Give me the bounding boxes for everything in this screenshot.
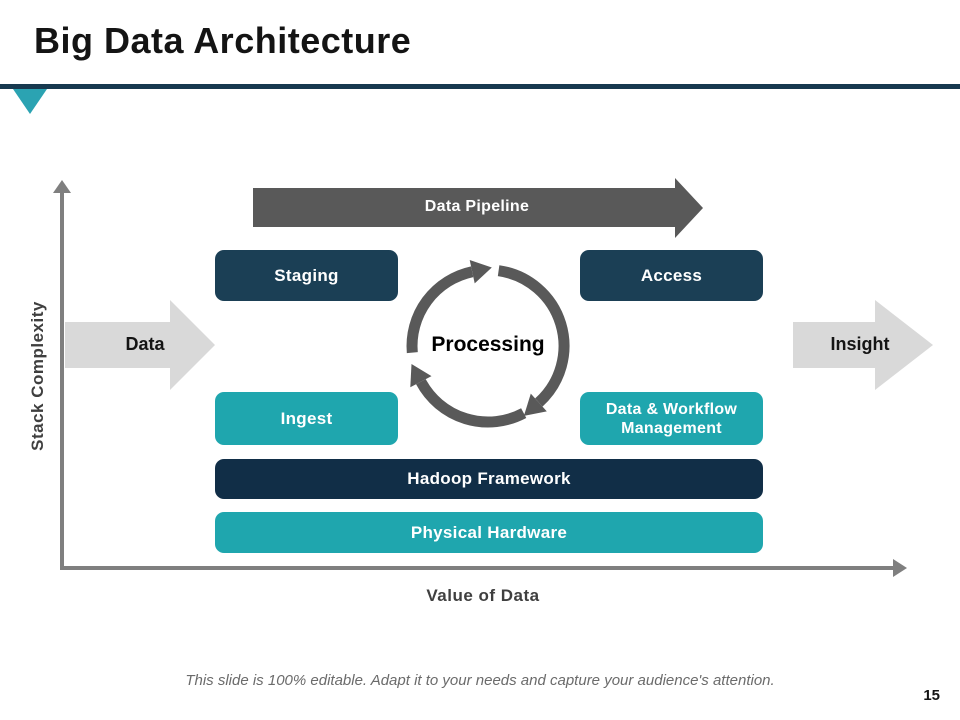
insight-output-arrowhead-icon bbox=[875, 300, 933, 390]
box-hadoop-framework-label: Hadoop Framework bbox=[407, 469, 571, 488]
data-input-arrowhead-icon bbox=[170, 300, 215, 390]
footer-note: This slide is 100% editable. Adapt it to… bbox=[185, 672, 775, 689]
box-physical-hardware: Physical Hardware bbox=[215, 512, 763, 553]
box-hadoop-framework: Hadoop Framework bbox=[215, 459, 763, 499]
insight-output-label: Insight bbox=[830, 334, 890, 354]
data-pipeline-arrow bbox=[253, 188, 675, 227]
teal-triangle-icon bbox=[13, 89, 47, 114]
box-physical-hardware-label: Physical Hardware bbox=[410, 522, 568, 542]
x-axis-label: Value of Data bbox=[426, 586, 540, 605]
y-axis-line bbox=[60, 192, 64, 570]
page-number: 15 bbox=[923, 687, 940, 704]
box-access-label: Access bbox=[640, 265, 703, 285]
title-divider bbox=[0, 84, 960, 89]
x-axis-line bbox=[60, 566, 893, 570]
box-staging-label: Staging bbox=[274, 265, 339, 285]
page-title: Big Data Architecture bbox=[34, 20, 412, 61]
data-input-label: Data bbox=[125, 334, 165, 354]
box-access: Access bbox=[580, 250, 763, 301]
insight-output-arrow bbox=[793, 322, 875, 368]
data-input-arrow bbox=[65, 322, 170, 368]
processing-cycle-icon bbox=[406, 260, 570, 428]
box-data-workflow-management: Data & Workflow Management bbox=[580, 392, 763, 445]
box-ingest: Ingest bbox=[215, 392, 398, 445]
box-data-workflow-management-label: Data & Workflow Management bbox=[605, 400, 738, 437]
y-axis-label: Stack Complexity bbox=[28, 301, 47, 451]
data-pipeline-label: Data Pipeline bbox=[424, 198, 530, 215]
box-ingest-label: Ingest bbox=[280, 408, 333, 428]
x-axis-arrowhead-icon bbox=[893, 559, 907, 577]
processing-label: Processing bbox=[431, 333, 545, 356]
box-staging: Staging bbox=[215, 250, 398, 301]
data-pipeline-arrowhead-icon bbox=[675, 178, 703, 238]
y-axis-arrowhead-icon bbox=[53, 180, 71, 193]
